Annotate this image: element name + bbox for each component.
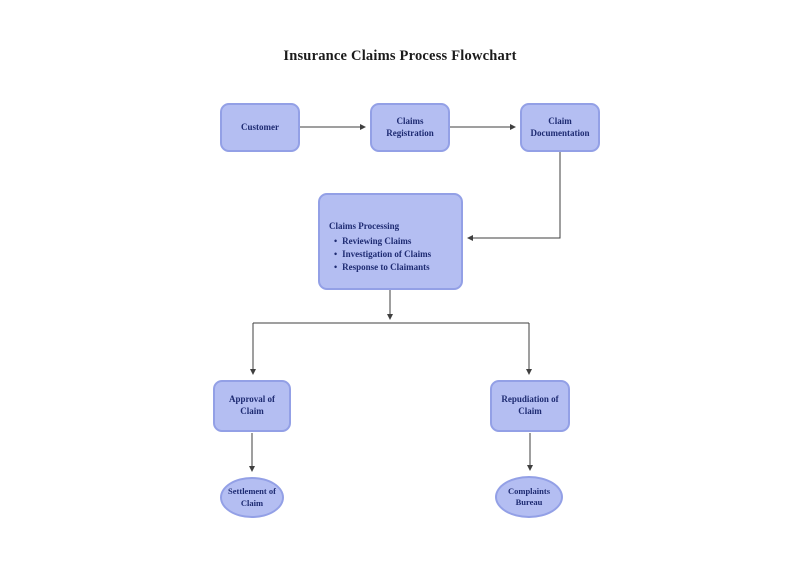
node-claims-registration-label: Claims Registration — [386, 115, 434, 138]
node-repudiation-of-claim-label: Repudiation of Claim — [501, 394, 559, 416]
node-settlement-of-claim: Settlement of Claim — [220, 477, 284, 518]
node-claims-processing: Claims Processing • Reviewing Claims • I… — [318, 193, 463, 290]
node-repudiation-of-claim: Repudiation of Claim — [490, 380, 570, 432]
node-complaints-bureau-label: Complaints Bureau — [507, 485, 551, 507]
claims-processing-bullet-2: • Investigation of Claims — [329, 248, 431, 261]
claims-processing-content: Claims Processing • Reviewing Claims • I… — [320, 195, 437, 274]
node-claim-documentation: Claim Documentation — [520, 103, 600, 152]
bullet-icon: • — [334, 235, 338, 246]
node-customer: Customer — [220, 103, 300, 152]
node-approval-of-claim: Approval of Claim — [213, 380, 291, 432]
node-claim-documentation-label: Claim Documentation — [530, 115, 590, 138]
bullet-icon: • — [334, 261, 338, 272]
claims-processing-bullet-3: • Response to Claimants — [329, 261, 431, 274]
page-title: Insurance Claims Process Flowchart — [283, 48, 517, 64]
node-claims-registration: Claims Registration — [370, 103, 450, 152]
node-approval-of-claim-label: Approval of Claim — [228, 394, 276, 416]
claims-processing-bullet-2-label: Investigation of Claims — [342, 248, 432, 259]
claims-processing-bullet-1: • Reviewing Claims — [329, 235, 431, 248]
bullet-icon: • — [334, 248, 338, 259]
node-settlement-of-claim-label: Settlement of Claim — [228, 486, 276, 508]
claims-processing-heading: Claims Processing — [329, 221, 400, 231]
node-customer-label: Customer — [241, 121, 279, 132]
claims-processing-bullet-3-label: Response to Claimants — [342, 261, 430, 272]
connector-documentation-to-processing — [467, 152, 561, 241]
node-complaints-bureau: Complaints Bureau — [495, 476, 563, 518]
claims-processing-bullet-1-label: Reviewing Claims — [342, 235, 412, 246]
